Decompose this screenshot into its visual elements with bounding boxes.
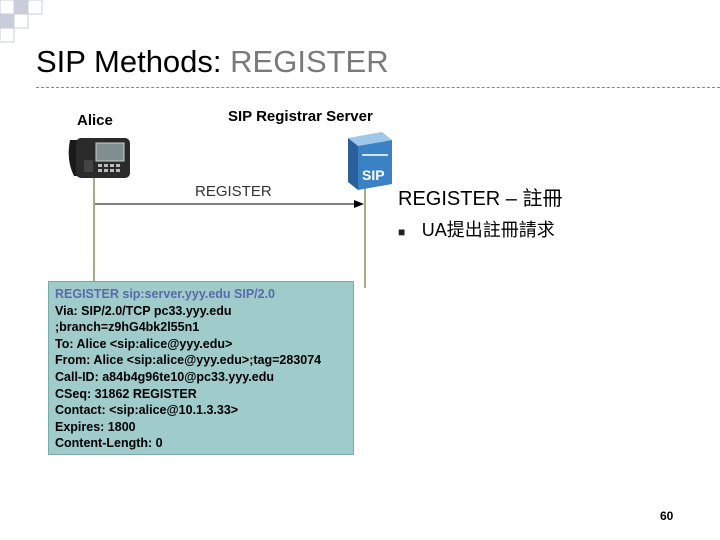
deco-square xyxy=(13,13,29,29)
page-number: 60 xyxy=(660,509,674,523)
title-divider xyxy=(36,87,720,88)
code-line: Via: SIP/2.0/TCP pc33.yyy.edu xyxy=(55,303,232,318)
left-party-label: Alice xyxy=(77,112,113,129)
register-message-label: REGISTER xyxy=(195,183,272,200)
corner-decoration xyxy=(0,0,43,43)
deco-square xyxy=(27,0,43,15)
bullet-square-icon: ■ xyxy=(398,225,406,239)
side-heading: REGISTER – 註冊 xyxy=(398,188,563,210)
register-arrowhead xyxy=(354,200,364,208)
sip-server-icon: SIP xyxy=(348,132,392,190)
ip-phone-icon xyxy=(68,138,130,178)
sip-message-box: REGISTER sip:server.yyy.edu SIP/2.0 Via:… xyxy=(48,281,354,455)
bullet-item: ■ UA提出註冊請求 xyxy=(398,216,555,242)
code-line: ;branch=z9hG4bk2l55n1 xyxy=(55,320,200,335)
server-logo-text: SIP xyxy=(362,167,385,183)
slide-title: SIP Methods: REGISTER xyxy=(36,46,389,77)
code-line: Content-Length: 0 xyxy=(55,436,163,451)
code-line: REGISTER sip:server.yyy.edu SIP/2.0 xyxy=(55,287,276,301)
deco-square xyxy=(14,0,28,14)
server-lifeline xyxy=(364,184,366,288)
alice-lifeline xyxy=(93,178,95,288)
code-line: To: Alice <sip:alice@yyy.edu> xyxy=(55,336,233,351)
code-line: Expires: 1800 xyxy=(55,419,136,434)
deco-square xyxy=(0,27,15,43)
code-line: CSeq: 31862 REGISTER xyxy=(55,386,197,401)
code-line: From: Alice <sip:alice@yyy.edu>;tag=2830… xyxy=(55,353,322,368)
bullet-text: UA提出註冊請求 xyxy=(421,220,555,240)
title-accent: REGISTER xyxy=(230,44,389,79)
code-line: Contact: <sip:alice@10.1.3.33> xyxy=(55,403,239,418)
title-prefix: SIP Methods: xyxy=(36,44,231,79)
right-party-label: SIP Registrar Server xyxy=(228,108,373,125)
code-line: Call-ID: a84b4g96te10@pc33.yyy.edu xyxy=(55,369,275,384)
deco-square xyxy=(0,14,14,28)
